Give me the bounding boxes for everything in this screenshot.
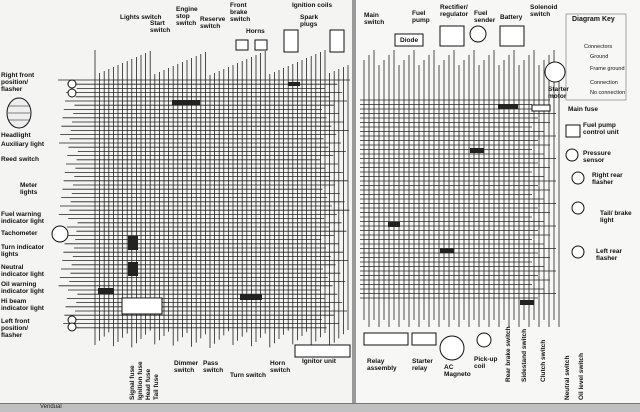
starter-motor-symbol (544, 61, 566, 83)
right-rear-flasher-label: Right rear flasher (592, 172, 623, 186)
taskbar: Vendual (0, 403, 640, 412)
relay-assembly-label: Relay assembly (367, 358, 397, 372)
left-rear-flasher-label: Left rear flasher (596, 248, 623, 262)
turn-indicators-label: Turn indicator lights (1, 244, 45, 258)
sidestand-switch-label: Sidestand switch (521, 328, 528, 382)
starter-relay-label: Starter relay (412, 358, 433, 372)
key-ground: Ground (590, 54, 609, 60)
horn-switch-label: Horn switch (270, 360, 291, 374)
ignitor-unit-label: Ignitor unit (302, 358, 336, 365)
battery-label: Battery (500, 14, 523, 21)
tail-fuse-label: Tail fuse (153, 374, 160, 400)
horns-label: Horns (246, 28, 265, 35)
headlight-label: Headlight (1, 132, 31, 139)
key-no-connection: No connection (590, 90, 626, 96)
start-switch-label: Start switch (150, 20, 171, 34)
oil-warning-label: Oil warning indicator light (1, 281, 44, 295)
meter-lights-label: Meter lights (20, 182, 38, 196)
neutral-indicator-label: Neutral indicator light (1, 264, 44, 278)
pass-switch-label: Pass switch (203, 360, 224, 374)
auxiliary-light-label: Auxiliary light (1, 141, 44, 148)
engine-stop-switch-label: Engine stop switch (176, 6, 198, 27)
ignition-coils-label: Ignition coils (292, 2, 333, 9)
wiring-lines (6, 13, 627, 361)
reed-switch-label: Reed switch (1, 156, 39, 163)
hi-beam-label: Hi beam indicator light (1, 298, 44, 312)
ac-magneto-label: AC Magneto (444, 364, 471, 378)
reserve-switch-label: Reserve switch (200, 16, 226, 30)
key-frame-ground: Frame ground (590, 66, 625, 72)
pressure-sensor-label: Pressure sensor (583, 150, 611, 164)
spark-plugs-label: Spark plugs (300, 14, 319, 28)
battery-symbol (499, 25, 525, 47)
tachometer-symbol (51, 225, 69, 243)
rectifier-regulator-label: Rectifier/ regulator (440, 4, 469, 18)
dimmer-switch-label: Dimmer switch (174, 360, 199, 374)
ac-magneto-symbol (439, 335, 465, 361)
tachometer-label: Tachometer (1, 230, 38, 237)
diode-symbol (394, 33, 424, 47)
pickup-coil-label: Pick-up coil (474, 356, 498, 370)
main-switch-label: Main switch (364, 12, 385, 26)
front-brake-switch-label: Front brake switch (230, 2, 251, 23)
signal-fuse-label: Signal fuse (129, 365, 136, 400)
oil-level-switch-label: Oil level switch (578, 353, 585, 400)
solenoid-switch-label: Solenoid switch (530, 4, 558, 18)
lights-switch-label: Lights switch (120, 14, 162, 21)
rear-brake-switch-label: Rear brake switch (505, 326, 512, 382)
fuel-sender-label: Fuel sender (474, 10, 496, 24)
tail-brake-light-label: Tail/ brake light (600, 210, 632, 224)
key-connectors: Connectors (584, 44, 613, 50)
clutch-switch-label: Clutch switch (540, 339, 547, 382)
diode-label: Diode (400, 37, 419, 44)
page-spine (352, 0, 356, 403)
key-connection: Connection (590, 80, 618, 86)
starter-motor-label: Starter motor (548, 86, 569, 100)
ignition-fuse-label: Ignition fuse (137, 361, 144, 400)
fuel-pump-control-label: Fuel pump control unit (583, 122, 619, 136)
turn-switch-label: Turn switch (230, 372, 266, 379)
fuel-warning-label: Fuel warning indicator light (1, 211, 44, 225)
taskbar-item[interactable]: Vendual (40, 404, 62, 410)
fuel-pump-label: Fuel pump (412, 10, 430, 24)
neutral-switch-label: Neutral switch (564, 355, 571, 400)
right-front-flasher-label: Right front position/ flasher (1, 72, 35, 93)
head-fuse-label: Head fuse (145, 368, 152, 400)
left-front-flasher-label: Left front position/ flasher (1, 318, 30, 339)
diagram-key-title: Diagram Key (572, 16, 615, 23)
main-fuse-label: Main fuse (568, 106, 598, 113)
